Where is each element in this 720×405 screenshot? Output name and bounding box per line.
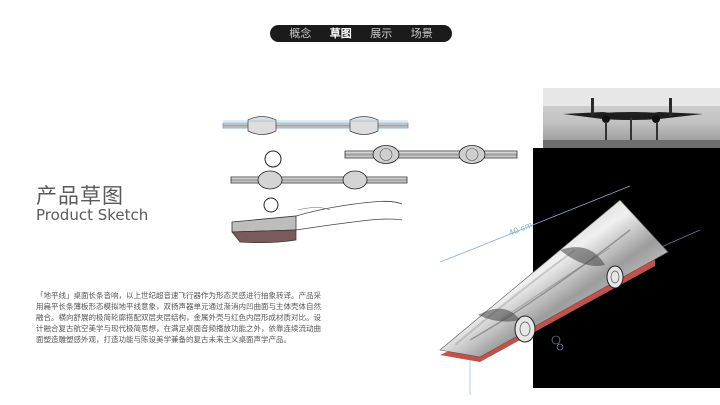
sketch-side-view-3: [230, 170, 408, 190]
sketch-side-view-2: [344, 145, 518, 164]
sketch-side-view-1: [222, 116, 409, 135]
reference-aircraft-image: [543, 88, 720, 150]
sketch-hand-holding: [231, 200, 403, 244]
tab-concept[interactable]: 概念: [289, 27, 312, 40]
tab-sketch[interactable]: 草图: [329, 27, 352, 40]
tab-scene[interactable]: 场景: [410, 27, 433, 40]
metal-shell: [439, 199, 669, 358]
dimension-label: 40 cm: [507, 220, 534, 238]
page-title: 产品草图: [36, 184, 124, 208]
sketch-perspective-render: 40 cm: [439, 185, 701, 395]
sketch-speaker-outline-2: [263, 197, 279, 213]
tab-display[interactable]: 展示: [370, 27, 393, 40]
speaker-back: [606, 265, 624, 289]
top-nav: 概念 草图 展示 场景: [270, 25, 452, 42]
speaker-front: [514, 315, 536, 343]
description-text: 「地平线」桌面长条音响，以上世纪超音速飞行器作为形态灵感进行抽象转译。产品采用扁…: [36, 291, 321, 344]
sketch-speaker-outline-1: [264, 150, 282, 168]
page-subtitle: Product Sketch: [36, 206, 149, 224]
